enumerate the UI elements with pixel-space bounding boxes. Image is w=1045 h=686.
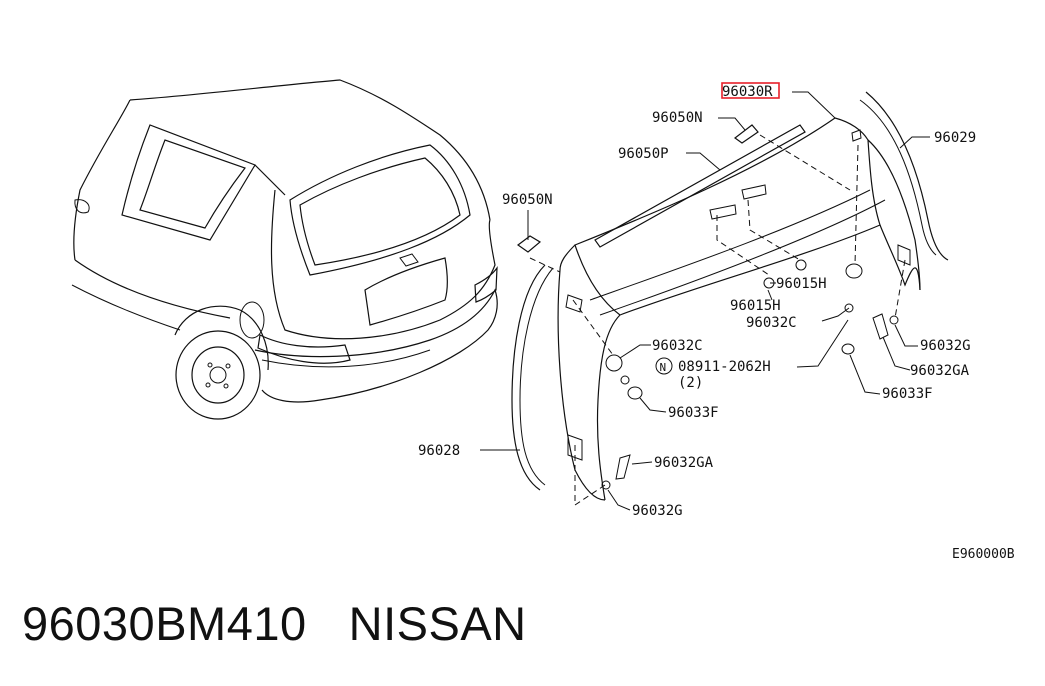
label-96032c-b: 96032C xyxy=(652,338,703,354)
caption: 96030BM410 NISSAN xyxy=(22,596,527,651)
label-96032c-a: 96032C xyxy=(746,315,797,331)
label-96033f-a: 96033F xyxy=(882,386,933,402)
side-molding-96028 xyxy=(511,264,546,491)
label-96050n-left: 96050N xyxy=(502,192,553,208)
label-96050n-top: 96050N xyxy=(652,110,703,126)
label-96050p: 96050P xyxy=(618,146,669,162)
n-symbol-circle xyxy=(655,357,673,375)
label-96032g-a: 96032G xyxy=(920,338,971,354)
label-96032g-b: 96032G xyxy=(632,503,683,519)
label-96033f-b: 96033F xyxy=(668,405,719,421)
label-08911-2062h: 08911-2062H xyxy=(678,359,771,375)
label-08911-qty: (2) xyxy=(678,375,703,391)
label-08911-n: N xyxy=(660,361,667,374)
parts-diagram: 96030R 96029 96050N 96050P 96050N 96015H… xyxy=(71,79,1015,562)
side-molding-96029 xyxy=(865,91,949,261)
highlight-box xyxy=(721,82,780,99)
reference-code: E960000B xyxy=(952,547,1015,562)
clip-96050n-top xyxy=(733,124,759,144)
label-96032ga-b: 96032GA xyxy=(654,455,714,471)
rear-bumper-fascia xyxy=(557,117,921,501)
label-96029: 96029 xyxy=(934,130,976,146)
label-96015h-b: 96015H xyxy=(730,298,781,314)
label-96028: 96028 xyxy=(418,443,460,459)
label-96032ga-a: 96032GA xyxy=(910,363,970,379)
part-number: 96030BM410 xyxy=(22,597,307,650)
car-illustration xyxy=(71,79,498,420)
label-96015h-a: 96015H xyxy=(776,276,827,292)
brand-name: NISSAN xyxy=(348,597,527,650)
molding-96050p xyxy=(594,124,806,248)
clip-96050n-left xyxy=(516,235,542,253)
label-96030r: 96030R xyxy=(722,84,773,100)
